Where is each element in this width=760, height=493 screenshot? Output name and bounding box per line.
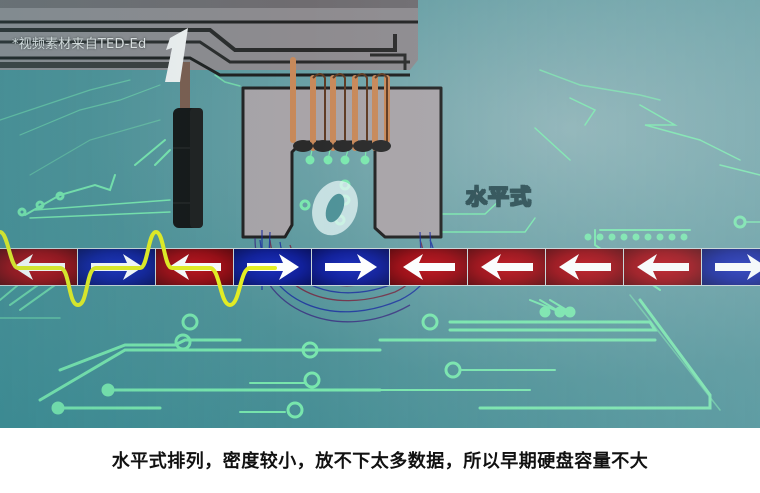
arrow-left-icon	[12, 254, 65, 280]
video-frame: *视频素材来自TED-Ed 水平式	[0, 0, 760, 428]
magnetic-domain-strip	[0, 248, 760, 286]
arrow-left-icon	[168, 254, 221, 280]
magnetic-domain-7	[546, 249, 623, 285]
magnetic-domain-9	[702, 249, 760, 285]
arrow-right-icon	[90, 254, 143, 280]
arrow-right-icon	[246, 254, 299, 280]
arrow-right-icon	[324, 254, 377, 280]
circuit-board-background	[0, 69, 760, 419]
arrow-left-icon	[402, 254, 455, 280]
magnetic-domain-8	[624, 249, 701, 285]
magnetic-domain-4	[312, 249, 389, 285]
arrow-left-icon	[480, 254, 533, 280]
arrow-left-icon	[558, 254, 611, 280]
magnetic-domain-3	[234, 249, 311, 285]
magnetic-domain-5	[390, 249, 467, 285]
arrow-right-icon	[714, 254, 760, 280]
scene-label: 水平式	[466, 185, 532, 210]
magnetic-domain-6	[468, 249, 545, 285]
subtitle-caption: 水平式排列，密度较小，放不下太多数据，所以早期硬盘容量不大	[111, 451, 649, 472]
magnetic-domain-1	[78, 249, 155, 285]
arrow-left-icon	[636, 254, 689, 280]
magnetic-domain-2	[156, 249, 233, 285]
magnetic-domain-0	[0, 249, 77, 285]
source-watermark: *视频素材来自TED-Ed	[12, 37, 147, 52]
